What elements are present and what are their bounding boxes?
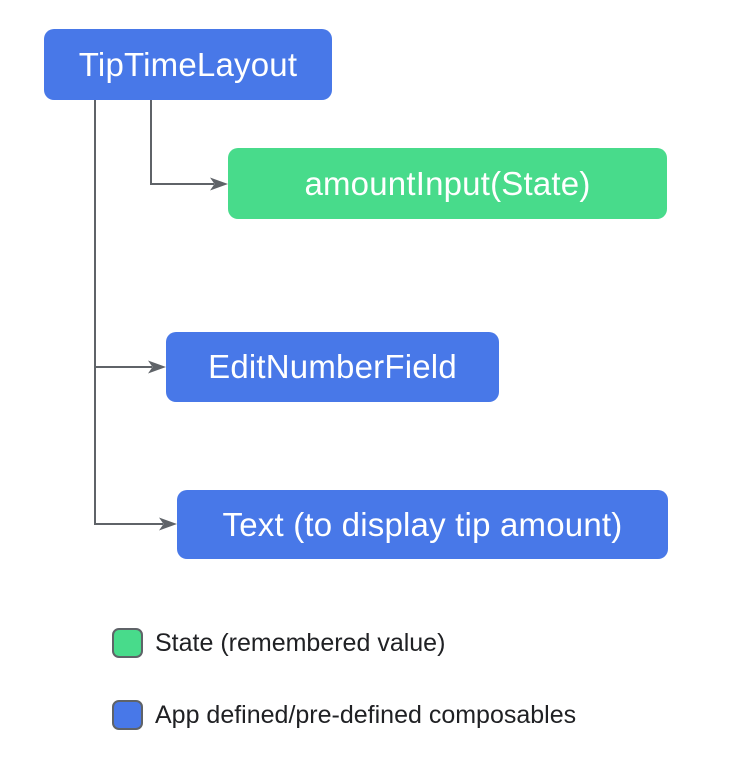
arrowhead-editnumberfield-icon — [148, 360, 166, 374]
node-editnumberfield: EditNumberField — [166, 332, 499, 402]
trunk-line — [94, 100, 163, 525]
legend-label-state: State (remembered value) — [155, 628, 446, 657]
state-color-swatch-icon — [112, 628, 143, 658]
node-tiptimelayout: TipTimeLayout — [44, 29, 332, 100]
arrow-to-amountinput — [150, 100, 214, 185]
legend: State (remembered value) App defined/pre… — [112, 623, 576, 767]
legend-label-composables: App defined/pre-defined composables — [155, 700, 577, 729]
arrowhead-amountinput-icon — [210, 177, 228, 191]
node-amountinput-state: amountInput(State) — [228, 148, 667, 219]
arrowhead-text-icon — [159, 517, 177, 531]
composable-color-swatch-icon — [112, 700, 143, 730]
legend-item-composables: App defined/pre-defined composables — [112, 695, 576, 735]
legend-item-state: State (remembered value) — [112, 623, 576, 663]
node-text-display-tip-amount: Text (to display tip amount) — [177, 490, 668, 559]
